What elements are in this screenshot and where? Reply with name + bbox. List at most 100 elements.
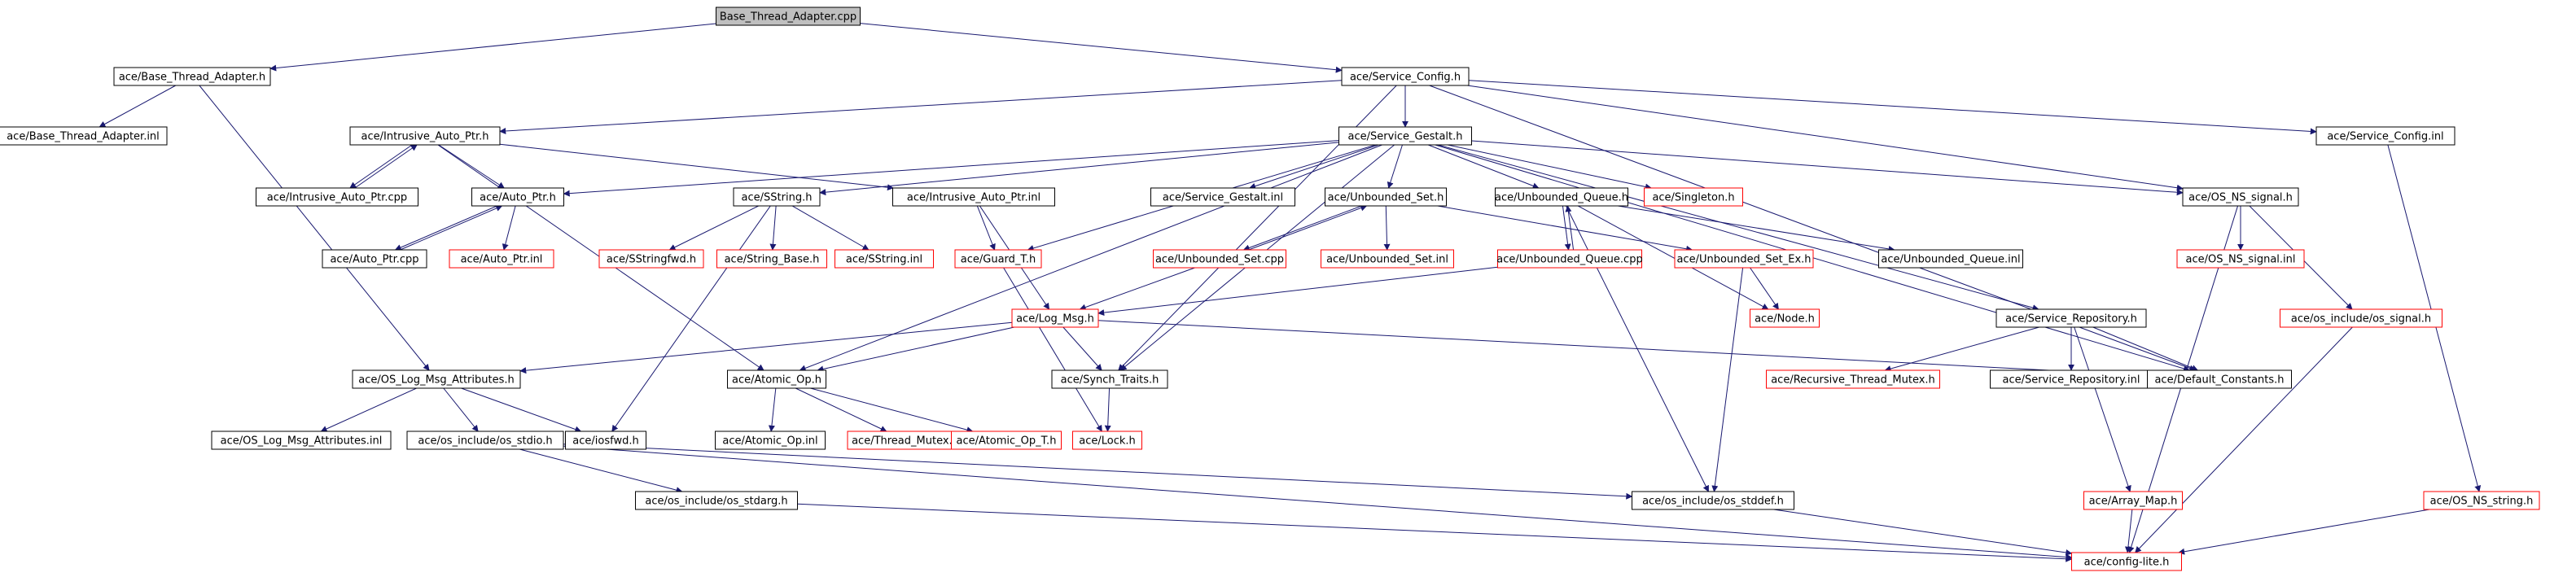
node-default-const-h[interactable]: ace/Default_Constants.h <box>2147 369 2292 389</box>
node-box <box>2083 491 2183 510</box>
node-bta-inl[interactable]: ace/Base_Thread_Adapter.inl <box>0 126 168 146</box>
edge-sstring_h-to-iosfwd_h <box>611 205 771 432</box>
node-box <box>2176 249 2305 269</box>
node-os-ns-signal-h[interactable]: ace/OS_NS_signal.h <box>2182 187 2299 207</box>
edge-svc_config_h-to-iap_h <box>499 80 1343 134</box>
node-array-map-h[interactable]: ace/Array_Map.h <box>2083 491 2183 510</box>
edge-os_stddef_h-to-config_lite_h <box>1773 509 2073 556</box>
node-os-log-attr-inl[interactable]: ace/OS_Log_Msg_Attributes.inl <box>211 431 392 450</box>
node-ub-queue-h[interactable]: ace/Unbounded_Queue.h <box>1495 187 1628 207</box>
node-label: ace/OS_Log_Msg_Attributes.h <box>358 374 514 387</box>
node-auto-ptr-h[interactable]: ace/Auto_Ptr.h <box>471 187 564 207</box>
node-rtm-h[interactable]: ace/Recursive_Thread_Mutex.h <box>1766 369 1940 389</box>
node-box <box>2315 126 2456 146</box>
node-ub-set-cpp[interactable]: ace/Unbounded_Set.cpp <box>1153 249 1286 269</box>
node-singleton-h[interactable]: ace/Singleton.h <box>1644 187 1743 207</box>
edge-ub_set_cpp-to-ub_set_h <box>1248 204 1368 251</box>
node-box <box>954 249 1042 269</box>
node-ub-queue-inl[interactable]: ace/Unbounded_Queue.inl <box>1878 249 2023 269</box>
node-svc-config-inl[interactable]: ace/Service_Config.inl <box>2315 126 2456 146</box>
node-log-msg-h[interactable]: ace/Log_Msg.h <box>1011 308 1099 328</box>
node-os-ns-string-h[interactable]: ace/OS_NS_string.h <box>2423 491 2540 510</box>
node-box <box>1632 491 1794 510</box>
node-os-stdio-h[interactable]: ace/os_include/os_stdio.h <box>406 431 564 450</box>
node-os-log-attr-h[interactable]: ace/OS_Log_Msg_Attributes.h <box>352 369 521 389</box>
edge-os_log_attr_h-to-iosfwd_h <box>461 387 582 433</box>
node-box <box>322 249 427 269</box>
node-os-ns-signal-inl[interactable]: ace/OS_NS_signal.inl <box>2176 249 2305 269</box>
node-ub-set-inl[interactable]: ace/Unbounded_Set.inl <box>1321 249 1454 269</box>
node-synch-traits-h[interactable]: ace/Synch_Traits.h <box>1051 369 1168 389</box>
node-box <box>2423 491 2540 510</box>
node-svc-config-h[interactable]: ace/Service_Config.h <box>1341 67 1470 86</box>
node-config-lite-h[interactable]: ace/config-lite.h <box>2071 552 2182 571</box>
edge-bta_h-to-bta_inl <box>99 85 177 128</box>
node-label: ace/OS_NS_string.h <box>2430 496 2534 508</box>
node-sstring-h[interactable]: ace/SString.h <box>733 187 821 207</box>
node-label: ace/OS_NS_signal.h <box>2188 192 2293 204</box>
node-os-signal-h[interactable]: ace/os_include/os_signal.h <box>2280 308 2442 328</box>
node-svc-repo-inl[interactable]: ace/Service_Repository.inl <box>1990 369 2153 389</box>
node-box <box>0 126 168 146</box>
node-label: ace/Unbounded_Queue.cpp <box>1496 254 1642 266</box>
node-iosfwd-h[interactable]: ace/iosfwd.h <box>565 431 646 450</box>
node-box <box>211 431 392 450</box>
node-ub-set-ex-h[interactable]: ace/Unbounded_Set_Ex.h <box>1674 249 1814 269</box>
node-string-base-h[interactable]: ace/String_Base.h <box>716 249 827 269</box>
node-box <box>635 491 798 510</box>
node-svc-repo-h[interactable]: ace/Service_Repository.h <box>1996 308 2147 328</box>
node-label: ace/Service_Config.h <box>1350 72 1461 84</box>
node-auto-ptr-cpp[interactable]: ace/Auto_Ptr.cpp <box>322 249 427 269</box>
node-sstringfwd-h[interactable]: ace/SStringfwd.h <box>598 249 704 269</box>
node-label: ace/Service_Gestalt.inl <box>1163 192 1283 204</box>
edge-auto_ptr_h-to-auto_ptr_inl <box>502 205 516 251</box>
node-svc-gestalt-h[interactable]: ace/Service_Gestalt.h <box>1338 126 1472 146</box>
node-label: ace/Atomic_Op.inl <box>722 435 817 448</box>
node-iap-h[interactable]: ace/Intrusive_Auto_Ptr.h <box>349 126 501 146</box>
node-box <box>715 431 826 450</box>
edge-svc_repo_h-to-array_map_h <box>2074 326 2131 492</box>
edge-log_msg_h-to-os_log_attr_h <box>519 321 1013 374</box>
node-atomic-op-h[interactable]: ace/Atomic_Op.h <box>727 369 826 389</box>
node-label: ace/Unbounded_Set.cpp <box>1155 254 1284 266</box>
node-os-stddef-h[interactable]: ace/os_include/os_stddef.h <box>1632 491 1794 510</box>
node-box <box>565 431 646 450</box>
node-label: ace/Lock.h <box>1079 435 1136 448</box>
node-auto-ptr-inl[interactable]: ace/Auto_Ptr.inl <box>449 249 554 269</box>
node-sstring-inl[interactable]: ace/SString.inl <box>835 249 934 269</box>
node-box <box>1644 187 1743 207</box>
node-label: ace/Service_Config.inl <box>2327 131 2443 143</box>
node-thread-mutex-h[interactable]: ace/Thread_Mutex.h <box>847 431 964 450</box>
node-ub-set-h[interactable]: ace/Unbounded_Set.h <box>1325 187 1447 207</box>
node-iap-cpp[interactable]: ace/Intrusive_Auto_Ptr.cpp <box>256 187 418 207</box>
node-bta-h[interactable]: ace/Base_Thread_Adapter.h <box>113 67 271 86</box>
node-label: ace/os_include/os_stddef.h <box>1642 496 1784 508</box>
node-box <box>1150 187 1295 207</box>
node-os-stdarg-h[interactable]: ace/os_include/os_stdarg.h <box>635 491 798 510</box>
edge-svc_repo_h-to-rtm_h <box>1884 326 2039 372</box>
node-lock-h[interactable]: ace/Lock.h <box>1072 431 1142 450</box>
edge-root-to-bta_h <box>269 23 716 72</box>
node-label: ace/Synch_Traits.h <box>1061 374 1159 387</box>
dependency-edges <box>99 23 2482 562</box>
node-node-h[interactable]: ace/Node.h <box>1750 308 1820 328</box>
edge-ub_queue_h-to-ub_queue_inl <box>1618 205 1895 252</box>
edge-svc_gestalt_h-to-os_ns_signal_h <box>1471 140 2184 196</box>
node-atomic-op-t-h[interactable]: ace/Atomic_Op_T.h <box>951 431 1062 450</box>
node-root[interactable]: Base_Thread_Adapter.cpp <box>716 7 861 26</box>
edge-array_map_h-to-config_lite_h <box>2124 509 2133 553</box>
node-label: ace/Unbounded_Queue.inl <box>1881 254 2020 266</box>
node-box <box>1674 249 1814 269</box>
node-guard-t-h[interactable]: ace/Guard_T.h <box>954 249 1042 269</box>
node-label: ace/SStringfwd.h <box>607 254 696 266</box>
node-box <box>1072 431 1142 450</box>
node-atomic-op-inl[interactable]: ace/Atomic_Op.inl <box>715 431 826 450</box>
node-label: ace/Array_Map.h <box>2089 496 2178 508</box>
edge-svc_gestalt_h-to-ub_set_h <box>1387 144 1403 189</box>
node-svc-gestalt-inl[interactable]: ace/Service_Gestalt.inl <box>1150 187 1295 207</box>
node-iap-inl[interactable]: ace/Intrusive_Auto_Ptr.inl <box>892 187 1055 207</box>
edge-auto_ptr_cpp-to-auto_ptr_h <box>400 205 503 251</box>
node-ub-queue-cpp[interactable]: ace/Unbounded_Queue.cpp <box>1496 249 1643 269</box>
node-label: ace/Singleton.h <box>1652 192 1734 204</box>
